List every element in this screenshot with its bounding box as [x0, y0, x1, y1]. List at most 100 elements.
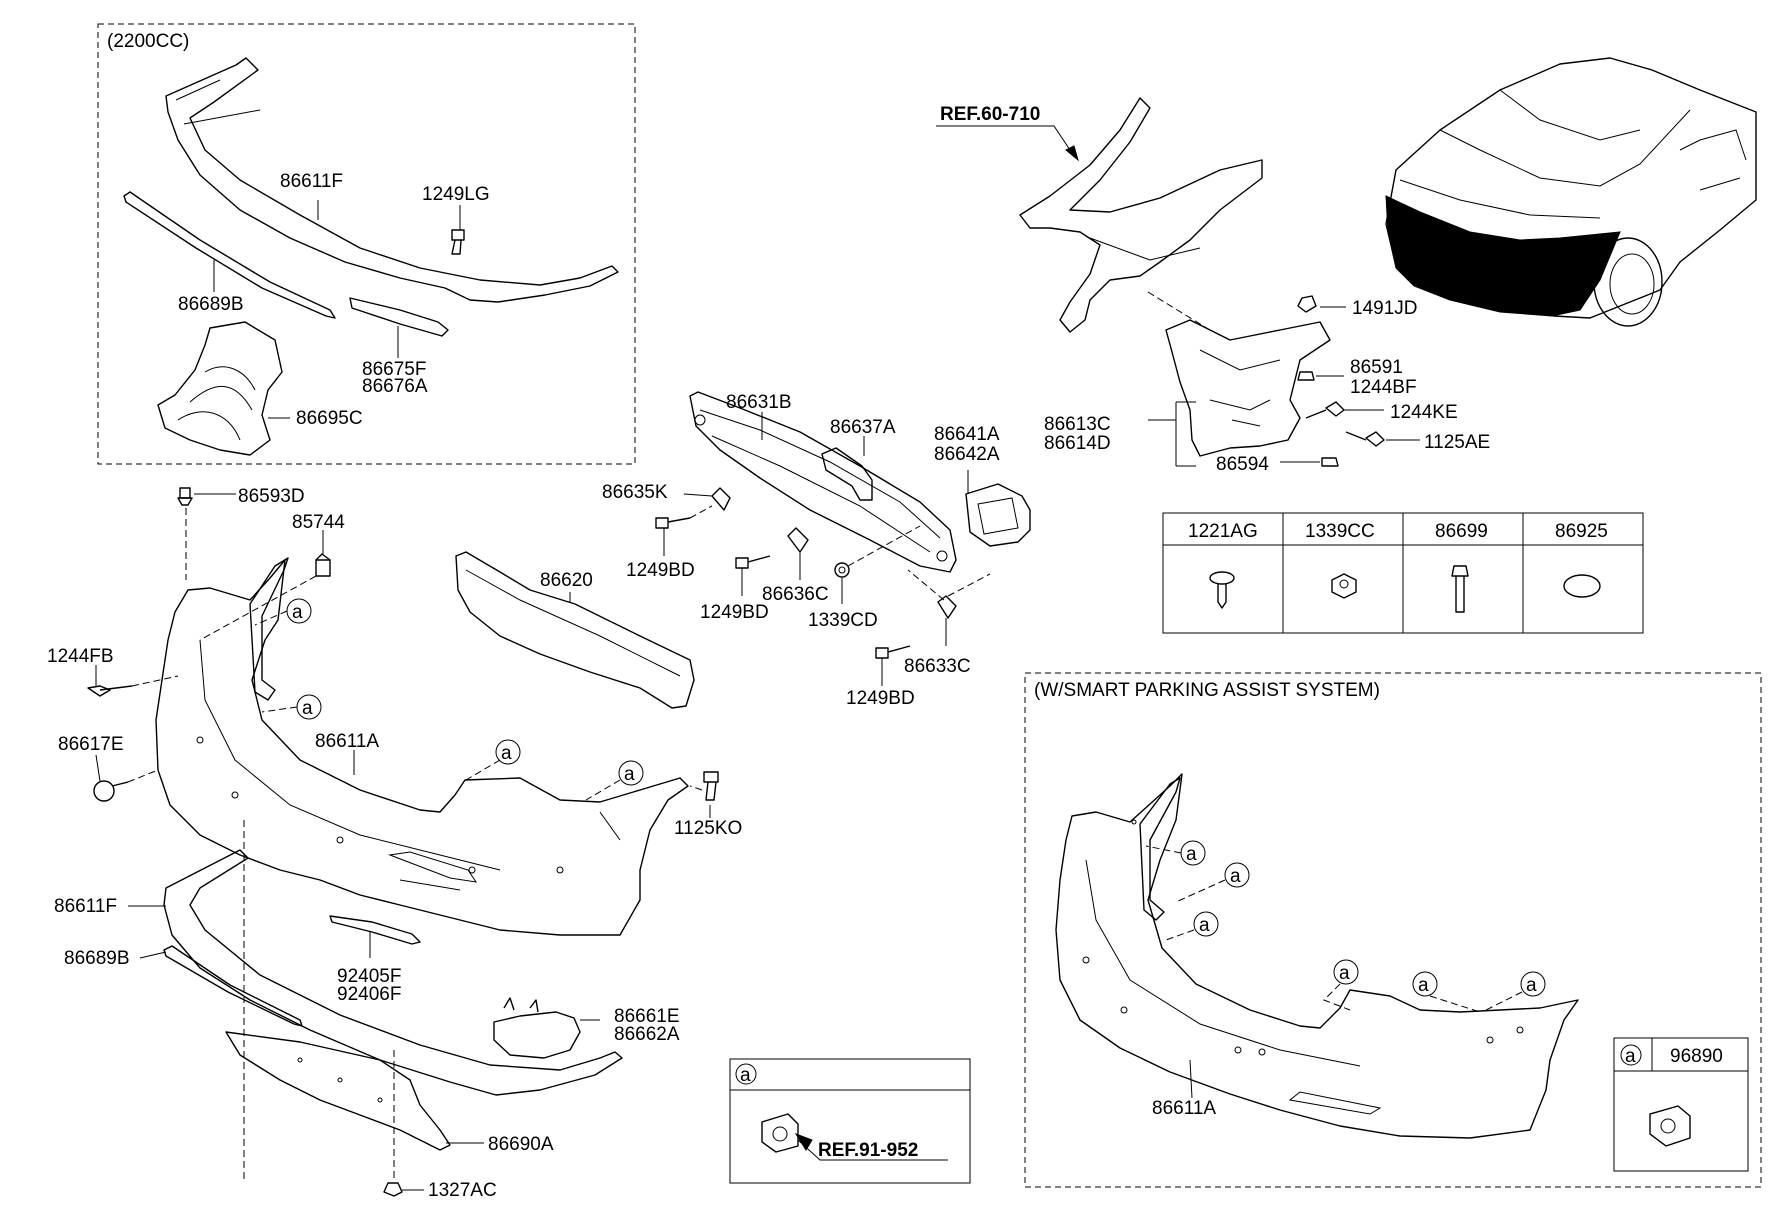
label-86611f-top: 86611F	[280, 171, 343, 192]
label-86611f-main: 86611F	[54, 896, 117, 917]
group-smart-parking: (W/SMART PARKING ASSIST SYSTEM) a a a	[1024, 672, 1762, 1188]
label-86642a: 86642A	[934, 444, 1000, 465]
trim-86675f	[349, 297, 449, 337]
ref-60-710: REF.60-710	[940, 104, 1040, 125]
label-1249bd-3: 1249BD	[846, 688, 915, 709]
label-1491jd: 1491JD	[1352, 298, 1418, 319]
svg-text:a: a	[1186, 844, 1197, 865]
label-86594: 86594	[1216, 454, 1269, 475]
underpanel-86690a	[225, 1031, 451, 1151]
label-1244bf: 1244BF	[1350, 377, 1417, 398]
label-86662a: 86662A	[614, 1024, 680, 1045]
screw-icon-1221ag	[1209, 571, 1235, 609]
screw-86594	[1321, 457, 1339, 467]
strip-86689b-main	[163, 945, 303, 1027]
label-1244ke: 1244KE	[1390, 402, 1458, 423]
bracket-86633c	[937, 595, 957, 619]
label-86591: 86591	[1350, 357, 1403, 378]
callout-a-spas-1: a	[1145, 840, 1206, 866]
side-bracket-assembly: REF.60-710	[936, 97, 1490, 475]
label-86633c: 86633C	[904, 656, 971, 677]
callout-a-spas-5: a	[1412, 971, 1481, 1013]
label-86611a-main: 86611A	[315, 731, 379, 752]
callout-a-1: a	[254, 598, 312, 626]
svg-text:a: a	[1230, 866, 1241, 887]
svg-text:a: a	[501, 743, 512, 764]
label-86675f: 86675F	[362, 359, 426, 380]
label-1125ae: 1125AE	[1424, 432, 1490, 453]
label-92405f: 92405F	[337, 966, 401, 987]
ref-91-952: REF.91-952	[818, 1140, 918, 1161]
lamp-86661e	[493, 997, 581, 1059]
strip-86689b-top	[123, 191, 336, 319]
parking-sensor-icon	[1649, 1105, 1691, 1147]
label-1339cd: 1339CD	[808, 610, 878, 631]
svg-text:a: a	[1418, 975, 1429, 996]
main-bumper-assembly: a a a a	[47, 486, 742, 1201]
svg-text:a: a	[292, 602, 303, 623]
label-86676a: 86676A	[362, 376, 428, 397]
beam-86631b	[689, 391, 957, 573]
group-smart-parking-title: (W/SMART PARKING ASSIST SYSTEM)	[1034, 680, 1380, 701]
svg-text:a: a	[1526, 975, 1537, 996]
label-86620: 86620	[540, 570, 593, 591]
table-header-86925: 86925	[1555, 521, 1608, 542]
label-86636c: 86636C	[762, 584, 829, 605]
label-86637a: 86637A	[830, 417, 896, 438]
group-2200cc: (2200CC) 86611F 1249LG 86689B 86675F 866…	[97, 23, 636, 465]
callout-a-2: a	[261, 694, 322, 720]
cap-86617e	[93, 780, 129, 802]
plug-icon-86925	[1563, 574, 1601, 598]
nut-1339cd	[834, 562, 850, 578]
table-header-1339cc: 1339CC	[1305, 521, 1375, 542]
table-header-1221ag: 1221AG	[1188, 521, 1258, 542]
callout-a-3: a	[465, 739, 521, 781]
bracket-86635k	[711, 487, 731, 511]
bracket-86641a	[965, 483, 1031, 547]
label-86661e: 86661E	[614, 1006, 680, 1027]
label-86690a: 86690A	[488, 1134, 554, 1155]
screw-1249bd-1	[655, 517, 691, 529]
screw-1249lg	[451, 229, 465, 255]
screw-1244ke	[1305, 401, 1345, 419]
svg-text:a: a	[1339, 963, 1350, 984]
label-1327ac: 1327AC	[428, 1180, 497, 1201]
label-1249bd-1: 1249BD	[626, 560, 695, 581]
fastener-table: 1221AG 1339CC 86699 86925	[1162, 512, 1644, 634]
bracket-86695c	[157, 321, 283, 456]
callout-a-spas-2: a	[1175, 862, 1250, 903]
svg-text:a: a	[624, 764, 635, 785]
svg-text:a: a	[302, 698, 313, 719]
group-2200cc-title: (2200CC)	[107, 31, 189, 52]
screw-1244fb	[87, 685, 133, 697]
bumper-cover-86611a-spas	[1055, 773, 1579, 1139]
sensor-box-part: 96890	[1670, 1046, 1723, 1067]
callout-a-spas-4: a	[1323, 959, 1359, 1011]
fastener-86593d	[177, 487, 193, 506]
lower-trim-86611f-top	[165, 57, 619, 303]
trim-92405f	[329, 915, 421, 945]
label-86695c: 86695C	[296, 408, 363, 429]
clip-1491jd	[1297, 295, 1317, 313]
ref-box-marker: a	[740, 1065, 751, 1086]
label-86617e: 86617E	[58, 734, 124, 755]
nut-icon-1339cc	[1331, 573, 1357, 599]
nut-1327ac	[383, 1182, 403, 1197]
callout-a-spas-3: a	[1165, 911, 1219, 941]
label-1249bd-2: 1249BD	[700, 602, 769, 623]
body-panel-ref	[1019, 97, 1263, 333]
label-86631b: 86631B	[726, 392, 792, 413]
sensor-ref-box: a REF.91-952	[729, 1058, 971, 1184]
absorber-86620	[455, 551, 695, 709]
svg-text:a: a	[1199, 915, 1210, 936]
label-1244fb: 1244FB	[47, 646, 114, 667]
screw-86591	[1297, 371, 1315, 381]
bumper-cover-86611a	[155, 559, 689, 936]
side-bracket-86613c	[1165, 319, 1331, 457]
label-86613c: 86613C	[1044, 414, 1111, 435]
screw-1125ko	[703, 771, 719, 801]
label-86689b-main: 86689B	[64, 948, 130, 969]
bracket-86636c	[787, 527, 809, 553]
lower-trim-86611f-main	[163, 849, 623, 1096]
